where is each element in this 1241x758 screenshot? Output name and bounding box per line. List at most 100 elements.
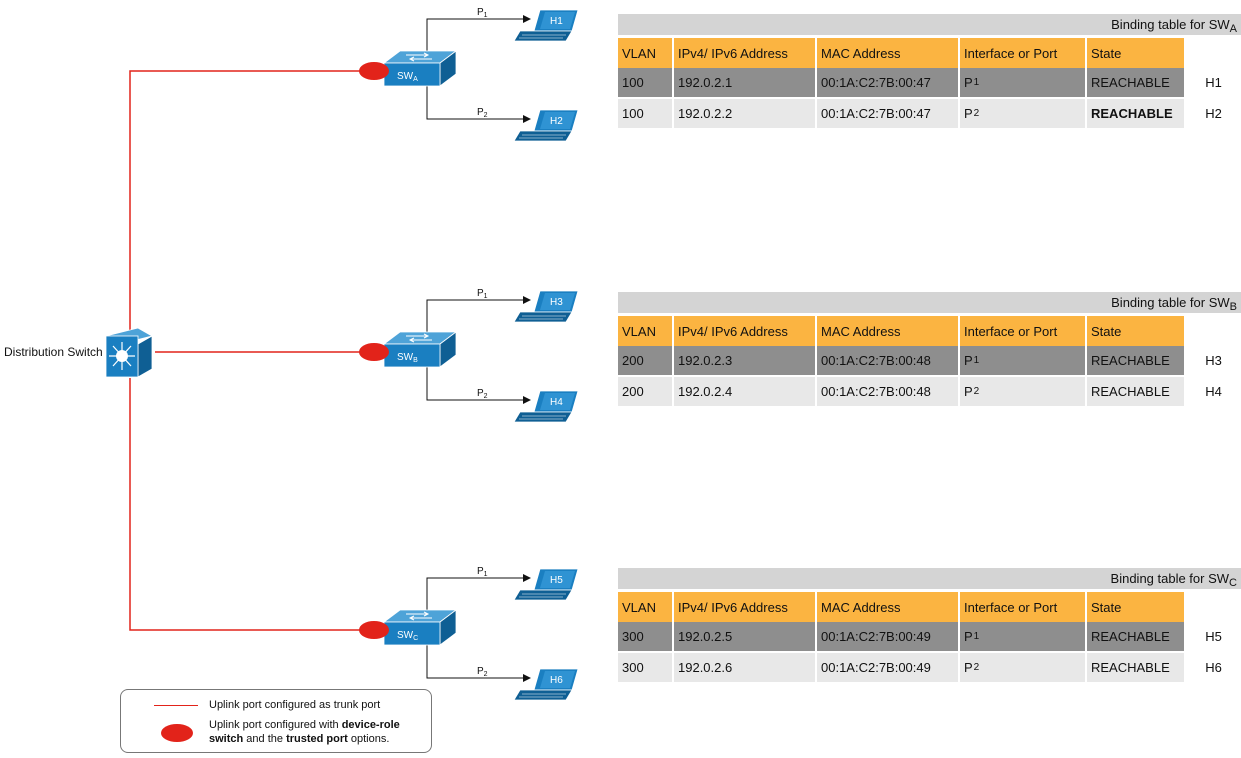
legend-trusted-mid2: and the [243,733,287,745]
switch-arrows-icon [406,333,432,343]
port-cell-text: P [964,353,973,368]
header-cell: VLAN [618,592,674,622]
access-switch-icon[interactable]: SWB [382,331,458,368]
host-laptop-icon[interactable]: H2 [513,109,579,142]
header-cell: VLAN [618,38,674,68]
distribution-switch-icon[interactable] [104,327,154,378]
host-cell: H3 [1186,346,1241,375]
port-cell-text: P [964,106,973,121]
host-laptop-icon[interactable]: H5 [513,568,579,601]
uplink-line-c [129,378,374,631]
binding-table-title-text: Binding table for SW [1111,295,1230,310]
port-link [426,644,531,682]
header-cell-empty [1186,38,1241,68]
port-link [426,85,531,123]
port-label-sub: 2 [484,393,488,400]
port-cell-sub: 1 [973,631,980,642]
port-cell-sub: 2 [973,386,980,397]
mac-cell: 00:1A:C2:7B:00:47 [817,68,960,97]
port-cell-text: P [964,384,973,399]
binding-table-title-text: Binding table for SW [1111,17,1230,32]
host-links [426,574,531,682]
access-switch-label: SWC [397,630,418,642]
header-cell: State [1087,38,1186,68]
port-cell-sub: 1 [973,355,980,366]
access-switch-label-sub: B [413,357,418,364]
vlan-cell: 100 [618,99,674,128]
access-switch-icon[interactable]: SWC [382,609,458,646]
mac-cell: 00:1A:C2:7B:00:49 [817,622,960,651]
header-cell: IPv4/ IPv6 Address [674,316,817,346]
header-cell: Interface or Port [960,316,1087,346]
port-label: P2 [477,388,488,400]
binding-table-title-sub: C [1229,577,1237,589]
access-switch-icon[interactable]: SWA [382,50,458,87]
mac-cell: 00:1A:C2:7B:00:48 [817,377,960,406]
uplink-lines [129,70,374,631]
host-laptop-icon[interactable]: H6 [513,668,579,701]
state-cell: REACHABLE [1087,99,1186,128]
binding-table-title: Binding table for SWB [618,292,1241,313]
legend: Uplink port configured as trunk port Upl… [120,689,432,753]
trusted-port-marker [359,62,389,80]
ip-cell: 192.0.2.3 [674,346,817,375]
legend-trunk-line [154,705,198,706]
ip-cell: 192.0.2.2 [674,99,817,128]
ip-cell: 192.0.2.5 [674,622,817,651]
port-cell-sub: 2 [973,108,980,119]
host-label: H2 [550,116,563,127]
port-link [426,15,531,57]
header-cell-empty [1186,592,1241,622]
header-cell: MAC Address [817,38,960,68]
header-cell: Interface or Port [960,592,1087,622]
port-cell-sub: 2 [973,662,980,673]
vlan-cell: 200 [618,377,674,406]
header-cell: MAC Address [817,592,960,622]
uplink-line-a [129,70,374,330]
header-cell: MAC Address [817,316,960,346]
host-cell: H1 [1186,68,1241,97]
header-cell: IPv4/ IPv6 Address [674,38,817,68]
host-laptop-icon[interactable]: H4 [513,390,579,423]
legend-trusted-bold1: device-role [341,719,400,731]
host-laptop-icon[interactable]: H3 [513,290,579,323]
state-cell: REACHABLE [1087,68,1186,97]
vlan-cell: 300 [618,653,674,682]
binding-table-title-sub: A [1229,23,1237,35]
host-label: H4 [550,397,563,408]
access-switch-label: SWB [397,352,418,364]
port-label: P2 [477,666,488,678]
access-switch-label: SWA [397,71,418,83]
port-cell-text: P [964,75,973,90]
vlan-cell: 200 [618,346,674,375]
port-link [426,366,531,404]
state-cell: REACHABLE [1087,622,1186,651]
binding-table-title-text: Binding table for SW [1110,571,1230,586]
host-cell: H5 [1186,622,1241,651]
mac-cell: 00:1A:C2:7B:00:47 [817,99,960,128]
host-label: H3 [550,297,563,308]
switch-arrows-icon [406,611,432,621]
legend-trusted-bold2: trusted port [286,733,348,745]
host-label: H5 [550,575,563,586]
port-label-sub: 1 [484,571,488,578]
state-cell: REACHABLE [1087,346,1186,375]
legend-trusted-prefix: Uplink port configured with [209,719,342,731]
host-laptop-icon[interactable]: H1 [513,9,579,42]
binding-table-title: Binding table for SWC [618,568,1241,589]
port-label: P1 [477,7,488,19]
